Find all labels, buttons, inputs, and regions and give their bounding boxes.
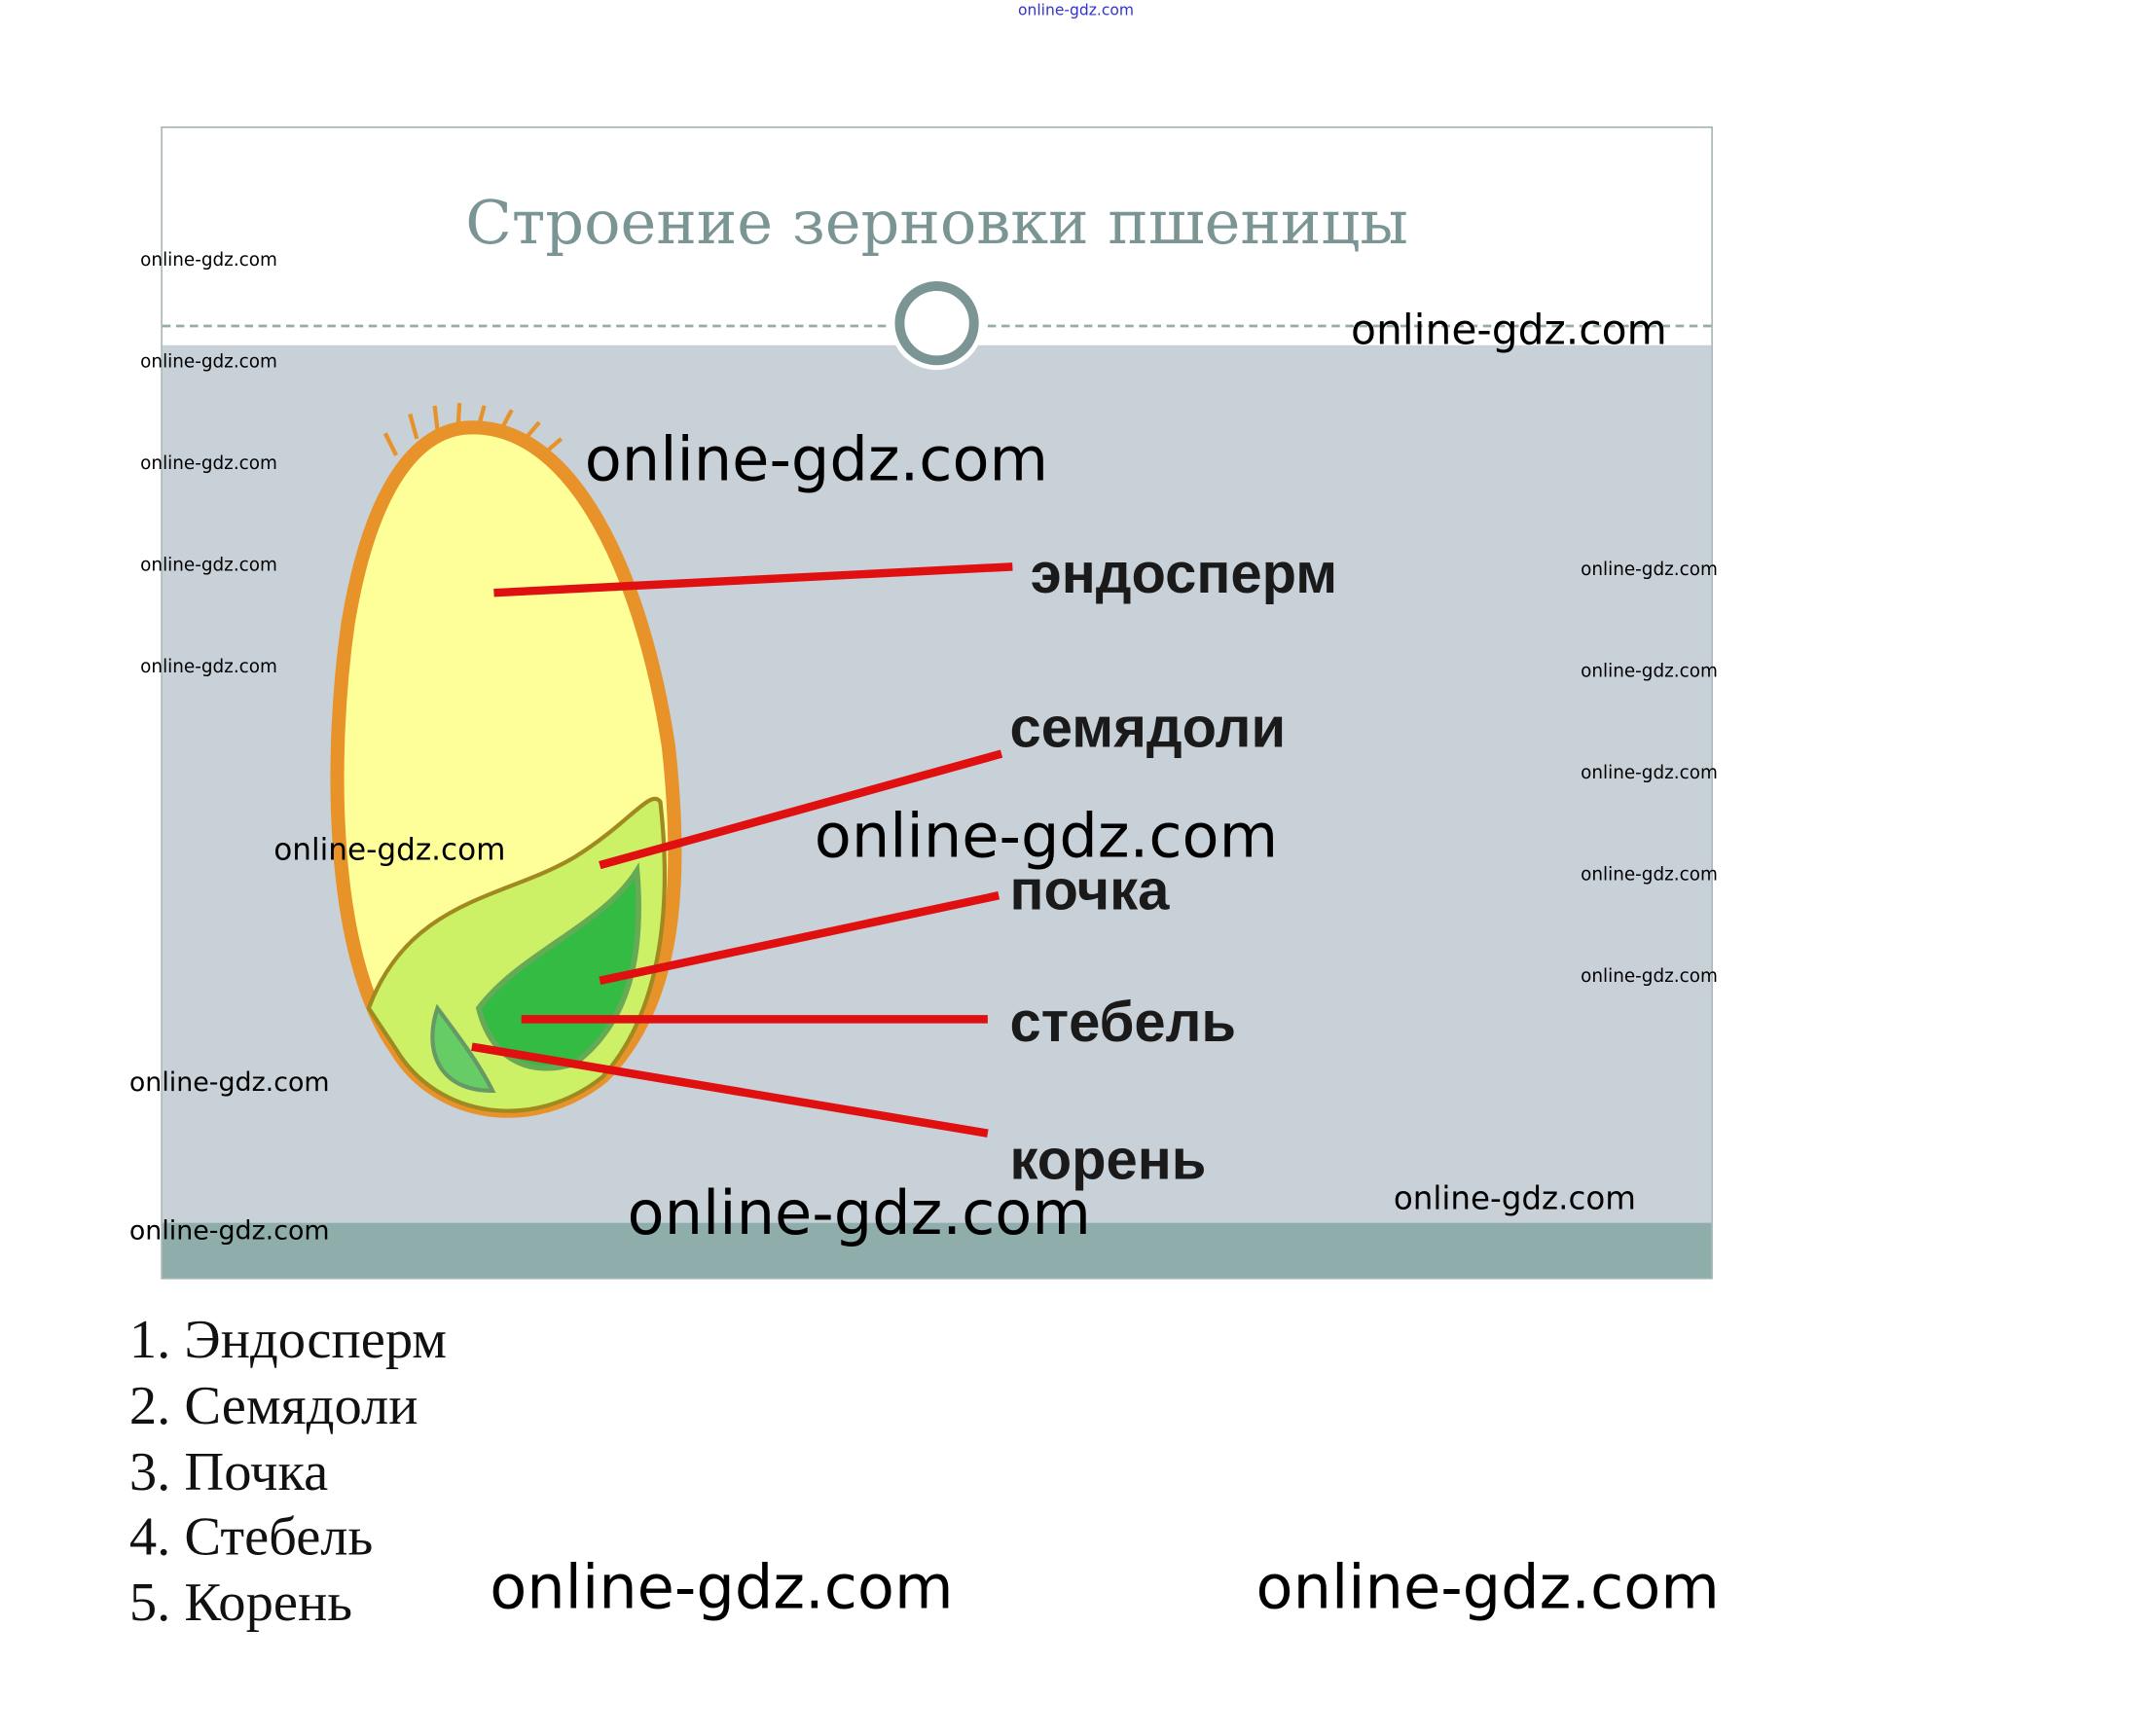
label-bud: почка: [1009, 858, 1170, 922]
answer-item: 1. Эндосперм: [128, 1308, 448, 1370]
watermark: online-gdz.com: [140, 250, 277, 271]
slide-bottom-band: [162, 1222, 1712, 1279]
watermark: online-gdz.com: [273, 833, 506, 868]
watermark: online-gdz.com: [140, 351, 277, 374]
watermark: online-gdz.com: [140, 453, 277, 475]
label-root: корень: [1009, 1128, 1207, 1192]
watermark: online-gdz.com: [490, 1552, 954, 1623]
watermark: online-gdz.com: [140, 657, 277, 678]
watermark: online-gdz.com: [1581, 661, 1718, 683]
pointer-lines: [471, 562, 1013, 1138]
watermark: online-gdz.com: [1393, 1181, 1636, 1217]
watermark: online-gdz.com: [1581, 763, 1718, 784]
slide: Строение зерновки пшеницы эндосперм семя: [161, 127, 1713, 1280]
watermark: online-gdz.com: [140, 556, 277, 577]
watermark: online-gdz.com: [1581, 966, 1718, 988]
seed-diagram: [330, 276, 1013, 1138]
watermark: online-gdz.com: [1581, 865, 1718, 886]
watermark: online-gdz.com: [128, 1067, 330, 1098]
divider-circle-icon: [894, 281, 979, 366]
pointer-endosperm: [493, 562, 1013, 597]
watermark: online-gdz.com: [128, 1215, 330, 1247]
watermark: online-gdz.com: [1581, 560, 1718, 581]
slide-title: Строение зерновки пшеницы: [465, 188, 1408, 259]
label-endosperm: эндосперм: [1030, 541, 1338, 605]
watermark: online-gdz.com: [584, 424, 1049, 495]
answer-item: 5. Корень: [128, 1571, 352, 1633]
watermark: online-gdz.com: [1351, 307, 1667, 355]
watermark: online-gdz.com: [1255, 1552, 1720, 1623]
watermark: online-gdz.com: [814, 802, 1279, 873]
pointer-root: [471, 1042, 989, 1138]
pointer-cotyledon: [599, 749, 1003, 870]
pointer-bud: [599, 891, 1000, 985]
answer-item: 2. Семядоли: [128, 1374, 418, 1436]
header-watermark: online-gdz.com: [1017, 1, 1135, 19]
label-stem: стебель: [1009, 990, 1237, 1054]
answer-item: 3. Почка: [128, 1439, 329, 1502]
label-cotyledon: семядоли: [1009, 696, 1287, 760]
watermark: online-gdz.com: [627, 1178, 1091, 1249]
answer-item: 4. Стебель: [128, 1504, 374, 1567]
root: [430, 1003, 496, 1094]
